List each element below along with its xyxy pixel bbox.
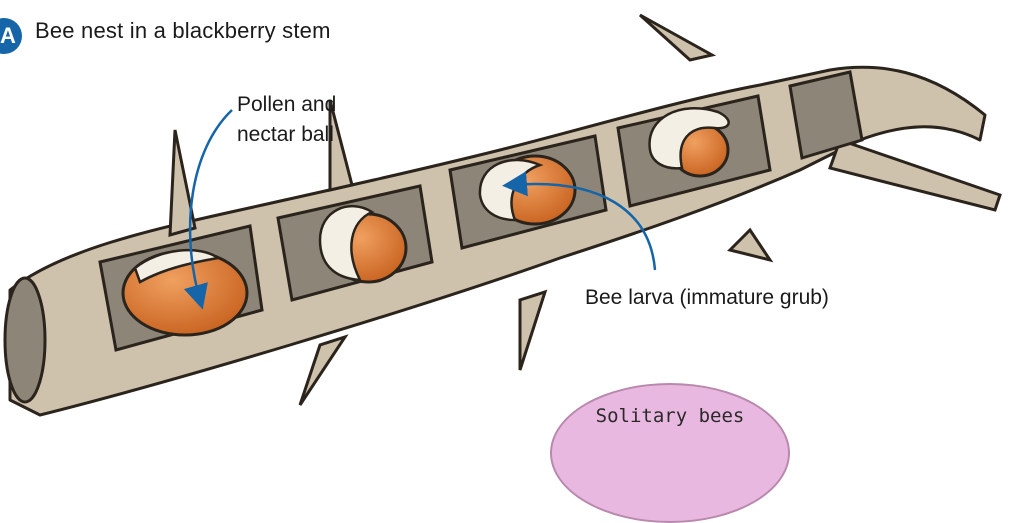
pollen-label: Pollen and nectar ball	[237, 90, 336, 150]
thorn	[640, 15, 712, 60]
thorn	[730, 230, 770, 260]
pollen-label-line2: nectar ball	[237, 120, 336, 150]
pollen-label-line1: Pollen and	[237, 90, 336, 120]
stem-cut-end	[5, 278, 45, 402]
blackberry-stem-illustration	[0, 0, 1011, 422]
bubble-text: Solitary bees	[552, 405, 788, 427]
thorn	[520, 292, 545, 370]
diagram: A Bee nest in a blackberry stem Pollen a…	[0, 0, 1011, 422]
larva-label: Bee larva (immature grub)	[585, 283, 829, 313]
info-bubble: Solitary bees	[550, 383, 790, 523]
thorn	[300, 337, 345, 405]
panel-title: Bee nest in a blackberry stem	[35, 18, 331, 44]
stem-branch	[830, 140, 1000, 210]
